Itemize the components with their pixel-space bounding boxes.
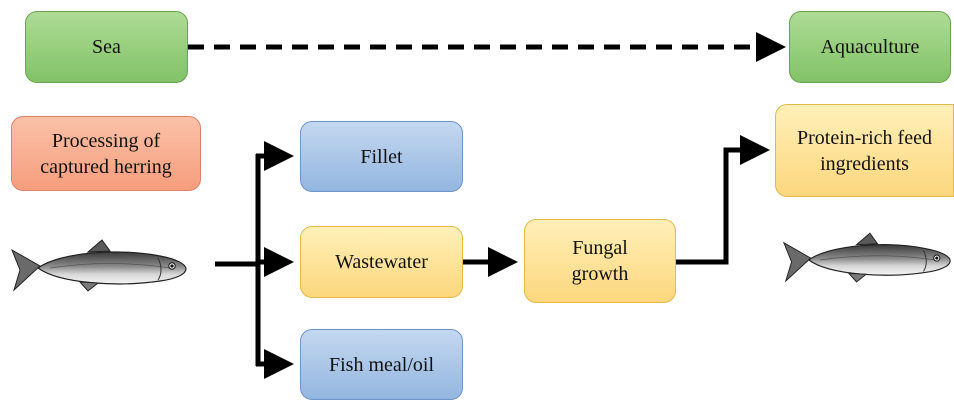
fillet-label: Fillet <box>360 145 403 168</box>
fungal-label-line2: growth <box>571 263 629 285</box>
processing-label-line2: captured herring <box>40 155 172 178</box>
wastewater-node: Wastewater <box>300 226 463 298</box>
fish-meal-node: Fish meal/oil <box>300 329 463 400</box>
protein-label-line1: Protein-rich feed <box>797 126 932 149</box>
protein-feed-node: Protein-rich feed ingredients <box>775 104 954 197</box>
processing-node: Processing of captured herring <box>11 116 201 191</box>
fillet-node: Fillet <box>300 121 463 192</box>
herring-fish-icon <box>11 239 187 292</box>
aquaculture-node: Aquaculture <box>789 11 951 83</box>
sea-label: Sea <box>92 36 121 58</box>
herring-fish-icon <box>782 232 951 283</box>
processing-label-line1: Processing of <box>51 129 161 152</box>
fungal-label-line1: Fungal <box>572 237 628 259</box>
wastewater-label: Wastewater <box>335 251 428 273</box>
fungal-to-protein-arrow <box>676 135 770 265</box>
fish-meal-label: Fish meal/oil <box>329 353 434 376</box>
sea-node: Sea <box>25 11 188 83</box>
fungal-growth-node: Fungal growth <box>524 219 676 303</box>
aquaculture-label: Aquaculture <box>820 36 920 58</box>
protein-label-line2: ingredients <box>820 152 909 175</box>
